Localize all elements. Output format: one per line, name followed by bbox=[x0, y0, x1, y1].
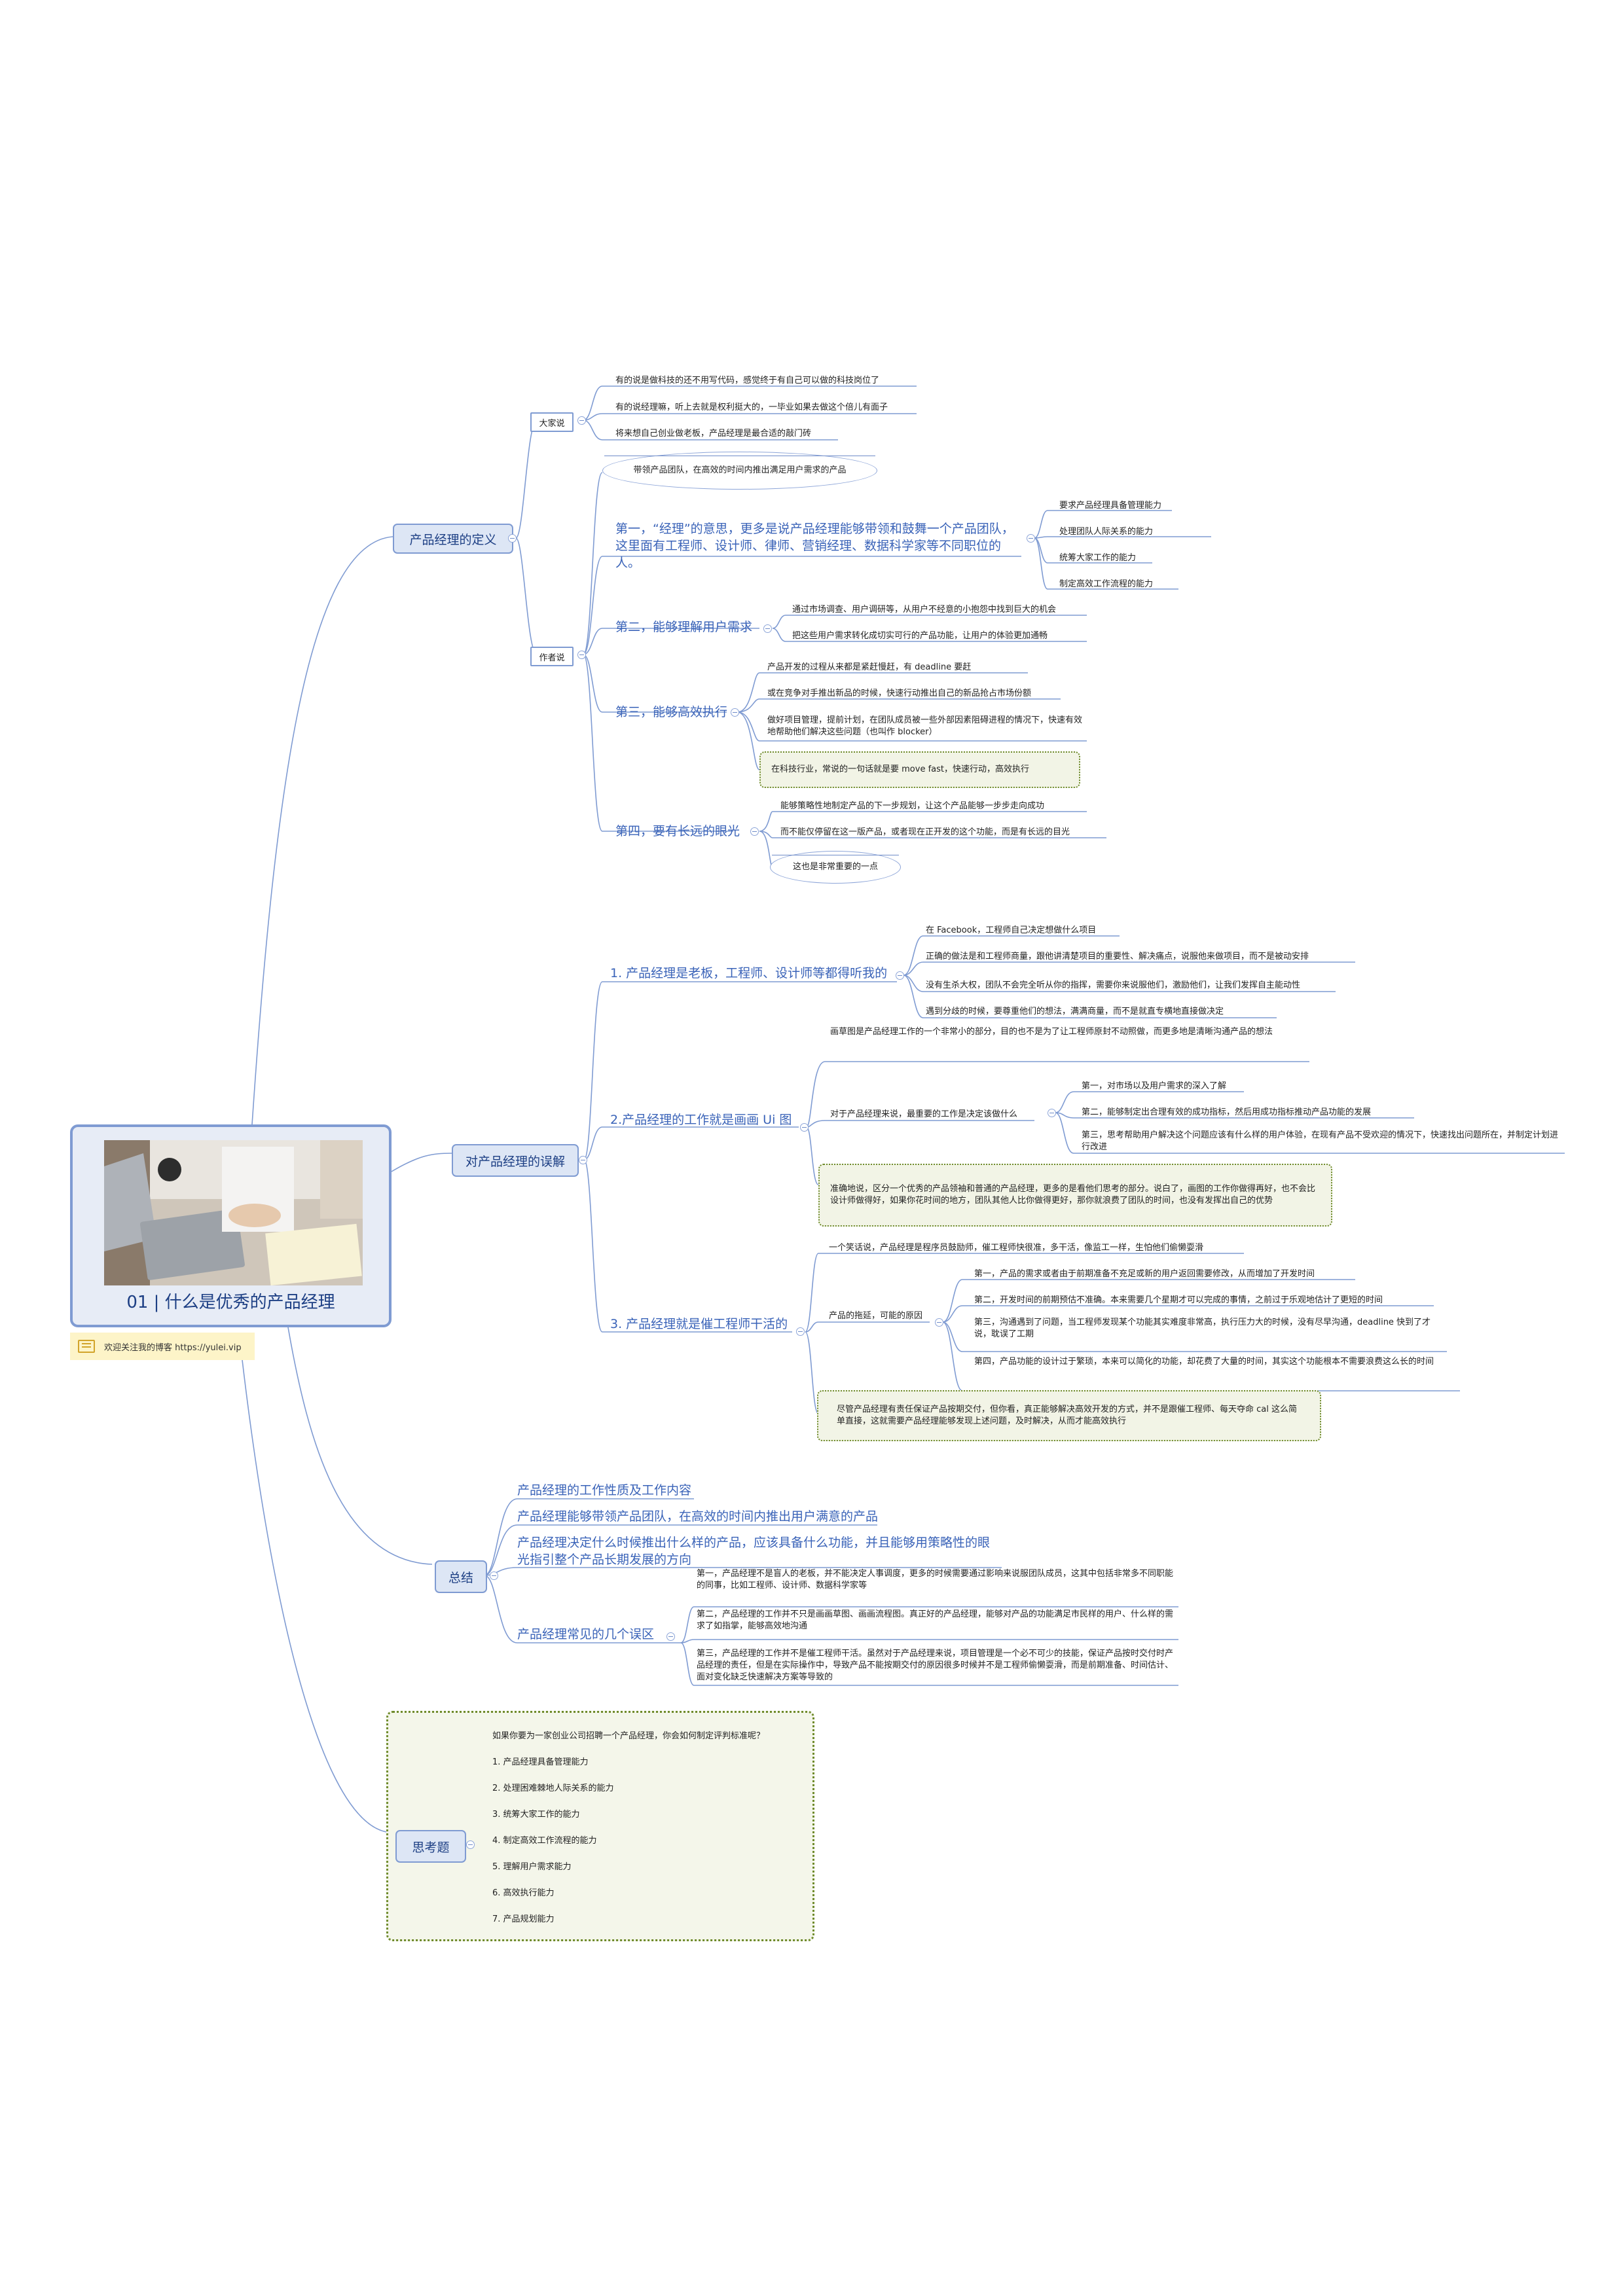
point-4[interactable]: 第四，要有长远的眼光 bbox=[615, 824, 740, 838]
point-1-item: 要求产品经理具备管理能力 bbox=[1059, 501, 1162, 511]
note-icon bbox=[78, 1340, 95, 1353]
laptop-photo-art bbox=[104, 1140, 363, 1285]
point-1[interactable]: 第一，“经理”的意思，更多是说产品经理能够带领和鼓舞一个产品团队，这里面有工程师… bbox=[615, 522, 1014, 570]
m3-intro: 一个笑话说，产品经理是程序员鼓励师，催工程师快很准，多干活，像监工一样，生怕他们… bbox=[829, 1243, 1204, 1253]
think-frame bbox=[386, 1711, 814, 1941]
point-2[interactable]: 第二，能够理解用户需求 bbox=[615, 620, 753, 634]
m2-decide[interactable]: 对于产品经理来说，最重要的工作是决定该做什么 bbox=[830, 1109, 1018, 1119]
m1-item: 遇到分歧的时候，要尊重他们的想法，满满商量，而不是就直专横地直接做决定 bbox=[926, 1007, 1224, 1016]
m3-delay-item: 第一，产品的需求或者由于前期准备不充足或新的用户返回需要修改，从而增加了开发时间 bbox=[974, 1269, 1315, 1279]
collapse-toggle[interactable] bbox=[466, 1840, 475, 1849]
blog-note-text: 欢迎关注我的博客 https://yulei.vip bbox=[104, 1342, 242, 1353]
m3-delay-item: 第四，产品功能的设计过于繁琐，本来可以简化的功能，却花费了大量的时间，其实这个功… bbox=[974, 1357, 1434, 1367]
think-item: 3. 统筹大家工作的能力 bbox=[492, 1810, 580, 1820]
m1-item: 没有生杀大权，团队不会完全听从你的指挥，需要你来说服他们，激励他们，让我们发挥自… bbox=[926, 980, 1301, 990]
m2-highlight: 准确地说，区分一个优秀的产品领袖和普通的产品经理，更多的是看他们思考的部分。说白… bbox=[818, 1164, 1332, 1227]
tag-dajia[interactable]: 大家说 bbox=[530, 412, 574, 432]
point-1-item: 制定高效工作流程的能力 bbox=[1059, 579, 1154, 589]
point-3-item: 产品开发的过程从来都是紧赶慢赶，有 deadline 要赶 bbox=[767, 662, 972, 672]
tag-zuozhe[interactable]: 作者说 bbox=[530, 647, 574, 666]
topic-misconceptions[interactable]: 对产品经理的误解 bbox=[452, 1144, 579, 1177]
collapse-toggle[interactable] bbox=[579, 1156, 587, 1164]
definition-summary: 带领产品团队，在高效的时间内推出满足用户需求的产品 bbox=[602, 452, 877, 490]
m3-delay-item: 第二，开发时间的前期预估不准确。本来需要几个星期才可以完成的事情，之前过于乐观地… bbox=[974, 1295, 1383, 1305]
topic-summary[interactable]: 总结 bbox=[435, 1560, 487, 1593]
summary-error-item: 第三，产品经理的工作并不是催工程师干活。虽然对于产品经理来说，项目管理是一个必不… bbox=[697, 1649, 1174, 1682]
point-1-item: 处理团队人际关系的能力 bbox=[1059, 527, 1154, 537]
summary-error-item: 第一，产品经理不是盲人的老板，并不能决定人事调度，更多的时候需要通过影响来说服团… bbox=[697, 1569, 1174, 1590]
collapse-toggle[interactable] bbox=[731, 708, 739, 717]
m2-decide-item: 第三，思考帮助用户解决这个问题应该有什么样的用户体验，在现有产品不受欢迎的情况下… bbox=[1082, 1130, 1559, 1152]
m3-delay-item: 第三，沟通遇到了问题，当工程师发现某个功能其实难度非常高，执行压力大的时候，没有… bbox=[974, 1318, 1431, 1339]
point-3-item: 做好项目管理，提前计划，在团队成员被一些外部因素阻碍进程的情况下，快速有效地帮助… bbox=[767, 715, 1083, 737]
collapse-toggle[interactable] bbox=[577, 416, 586, 425]
topic-definition[interactable]: 产品经理的定义 bbox=[393, 524, 513, 554]
point-3-highlight: 在科技行业，常说的一句话就是要 move fast，快速行动，高效执行 bbox=[759, 751, 1080, 788]
collapse-toggle[interactable] bbox=[666, 1632, 675, 1641]
m3-delay[interactable]: 产品的拖延，可能的原因 bbox=[829, 1311, 923, 1321]
think-item: 1. 产品经理具备管理能力 bbox=[492, 1757, 589, 1767]
think-item: 7. 产品规划能力 bbox=[492, 1914, 555, 1924]
dajia-item: 有的说是做科技的还不用写代码，感觉终于有自己可以做的科技岗位了 bbox=[615, 376, 880, 386]
think-question: 如果你要为一家创业公司招聘一个产品经理，你会如何制定评判标准呢？ bbox=[492, 1731, 765, 1741]
laptop-photo bbox=[104, 1140, 363, 1285]
collapse-toggle[interactable] bbox=[935, 1318, 943, 1327]
collapse-toggle[interactable] bbox=[763, 624, 772, 633]
dajia-item: 将来想自己创业做老板，产品经理是最合适的敲门砖 bbox=[615, 429, 812, 439]
root-topic[interactable]: 01 | 什么是优秀的产品经理 bbox=[70, 1124, 392, 1327]
point-3-item: 或在竞争对手推出新品的时候，快速行动推出自己的新品抢占市场份额 bbox=[767, 689, 1032, 698]
m2-decide-item: 第二，能够制定出合理有效的成功指标，然后用成功指标推动产品功能的发展 bbox=[1082, 1107, 1372, 1117]
think-item: 5. 理解用户需求能力 bbox=[492, 1862, 572, 1872]
summary-item: 产品经理能够带领产品团队，在高效的时间内推出用户满意的产品 bbox=[517, 1509, 879, 1524]
misconception-2[interactable]: 2.产品经理的工作就是画画 Ui 图 bbox=[610, 1113, 792, 1127]
point-1-item: 统筹大家工作的能力 bbox=[1059, 553, 1137, 563]
collapse-toggle[interactable] bbox=[577, 651, 586, 659]
collapse-toggle[interactable] bbox=[796, 1327, 805, 1336]
think-item: 4. 制定高效工作流程的能力 bbox=[492, 1836, 597, 1846]
m1-item: 正确的做法是和工程师商量，跟他讲清楚项目的重要性、解决痛点，说服他来做项目，而不… bbox=[926, 952, 1309, 961]
misconception-3[interactable]: 3. 产品经理就是催工程师干活的 bbox=[610, 1317, 788, 1331]
m2-intro: 画草图是产品经理工作的一个非常小的部分，目的也不是为了让工程师原封不动照做，而更… bbox=[830, 1027, 1273, 1037]
dajia-item: 有的说经理嘛，听上去就是权利挺大的，一毕业如果去做这个倍儿有面子 bbox=[615, 403, 888, 412]
think-item: 6. 高效执行能力 bbox=[492, 1888, 555, 1898]
summary-item: 产品经理决定什么时候推出什么样的产品，应该具备什么功能，并且能够用策略性的眼光指… bbox=[517, 1535, 991, 1567]
collapse-toggle[interactable] bbox=[896, 971, 904, 980]
misconception-1[interactable]: 1. 产品经理是老板，工程师、设计师等都得听我的 bbox=[610, 966, 888, 980]
summary-error-item: 第二，产品经理的工作并不只是画画草图、画画流程图。真正好的产品经理，能够对产品的… bbox=[697, 1609, 1174, 1631]
root-title: 01 | 什么是优秀的产品经理 bbox=[126, 1293, 335, 1312]
summary-errors[interactable]: 产品经理常见的几个误区 bbox=[517, 1627, 655, 1641]
point-4-highlight: 这也是非常重要的一点 bbox=[770, 851, 901, 884]
point-2-item: 把这些用户需求转化成切实可行的产品功能，让用户的体验更加通畅 bbox=[792, 631, 1048, 641]
m3-highlight: 尽管产品经理有责任保证产品按期交付，但你看，真正能够解决高效开发的方式，并不是跟… bbox=[817, 1390, 1321, 1441]
collapse-toggle[interactable] bbox=[1027, 534, 1035, 543]
collapse-toggle[interactable] bbox=[800, 1123, 809, 1132]
m2-decide-item: 第一，对市场以及用户需求的深入了解 bbox=[1082, 1081, 1227, 1091]
topic-think[interactable]: 思考题 bbox=[395, 1830, 466, 1863]
collapse-toggle[interactable] bbox=[1048, 1109, 1056, 1117]
collapse-toggle[interactable] bbox=[508, 534, 517, 543]
collapse-toggle[interactable] bbox=[490, 1571, 498, 1580]
point-2-item: 通过市场调查、用户调研等，从用户不经意的小抱怨中找到巨大的机会 bbox=[792, 605, 1057, 615]
think-item: 2. 处理困难棘地人际关系的能力 bbox=[492, 1784, 614, 1793]
summary-item: 产品经理的工作性质及工作内容 bbox=[517, 1483, 692, 1498]
m1-item: 在 Facebook，工程师自己决定想做什么项目 bbox=[926, 925, 1097, 935]
blog-note[interactable]: 欢迎关注我的博客 https://yulei.vip bbox=[70, 1333, 255, 1360]
collapse-toggle[interactable] bbox=[750, 827, 759, 836]
point-3[interactable]: 第三，能够高效执行 bbox=[615, 705, 728, 719]
point-4-item: 而不能仅停留在这一版产品，或者现在正开发的这个功能，而是有长远的目光 bbox=[780, 827, 1070, 837]
point-4-item: 能够策略性地制定产品的下一步规划，让这个产品能够一步步走向成功 bbox=[780, 801, 1045, 811]
